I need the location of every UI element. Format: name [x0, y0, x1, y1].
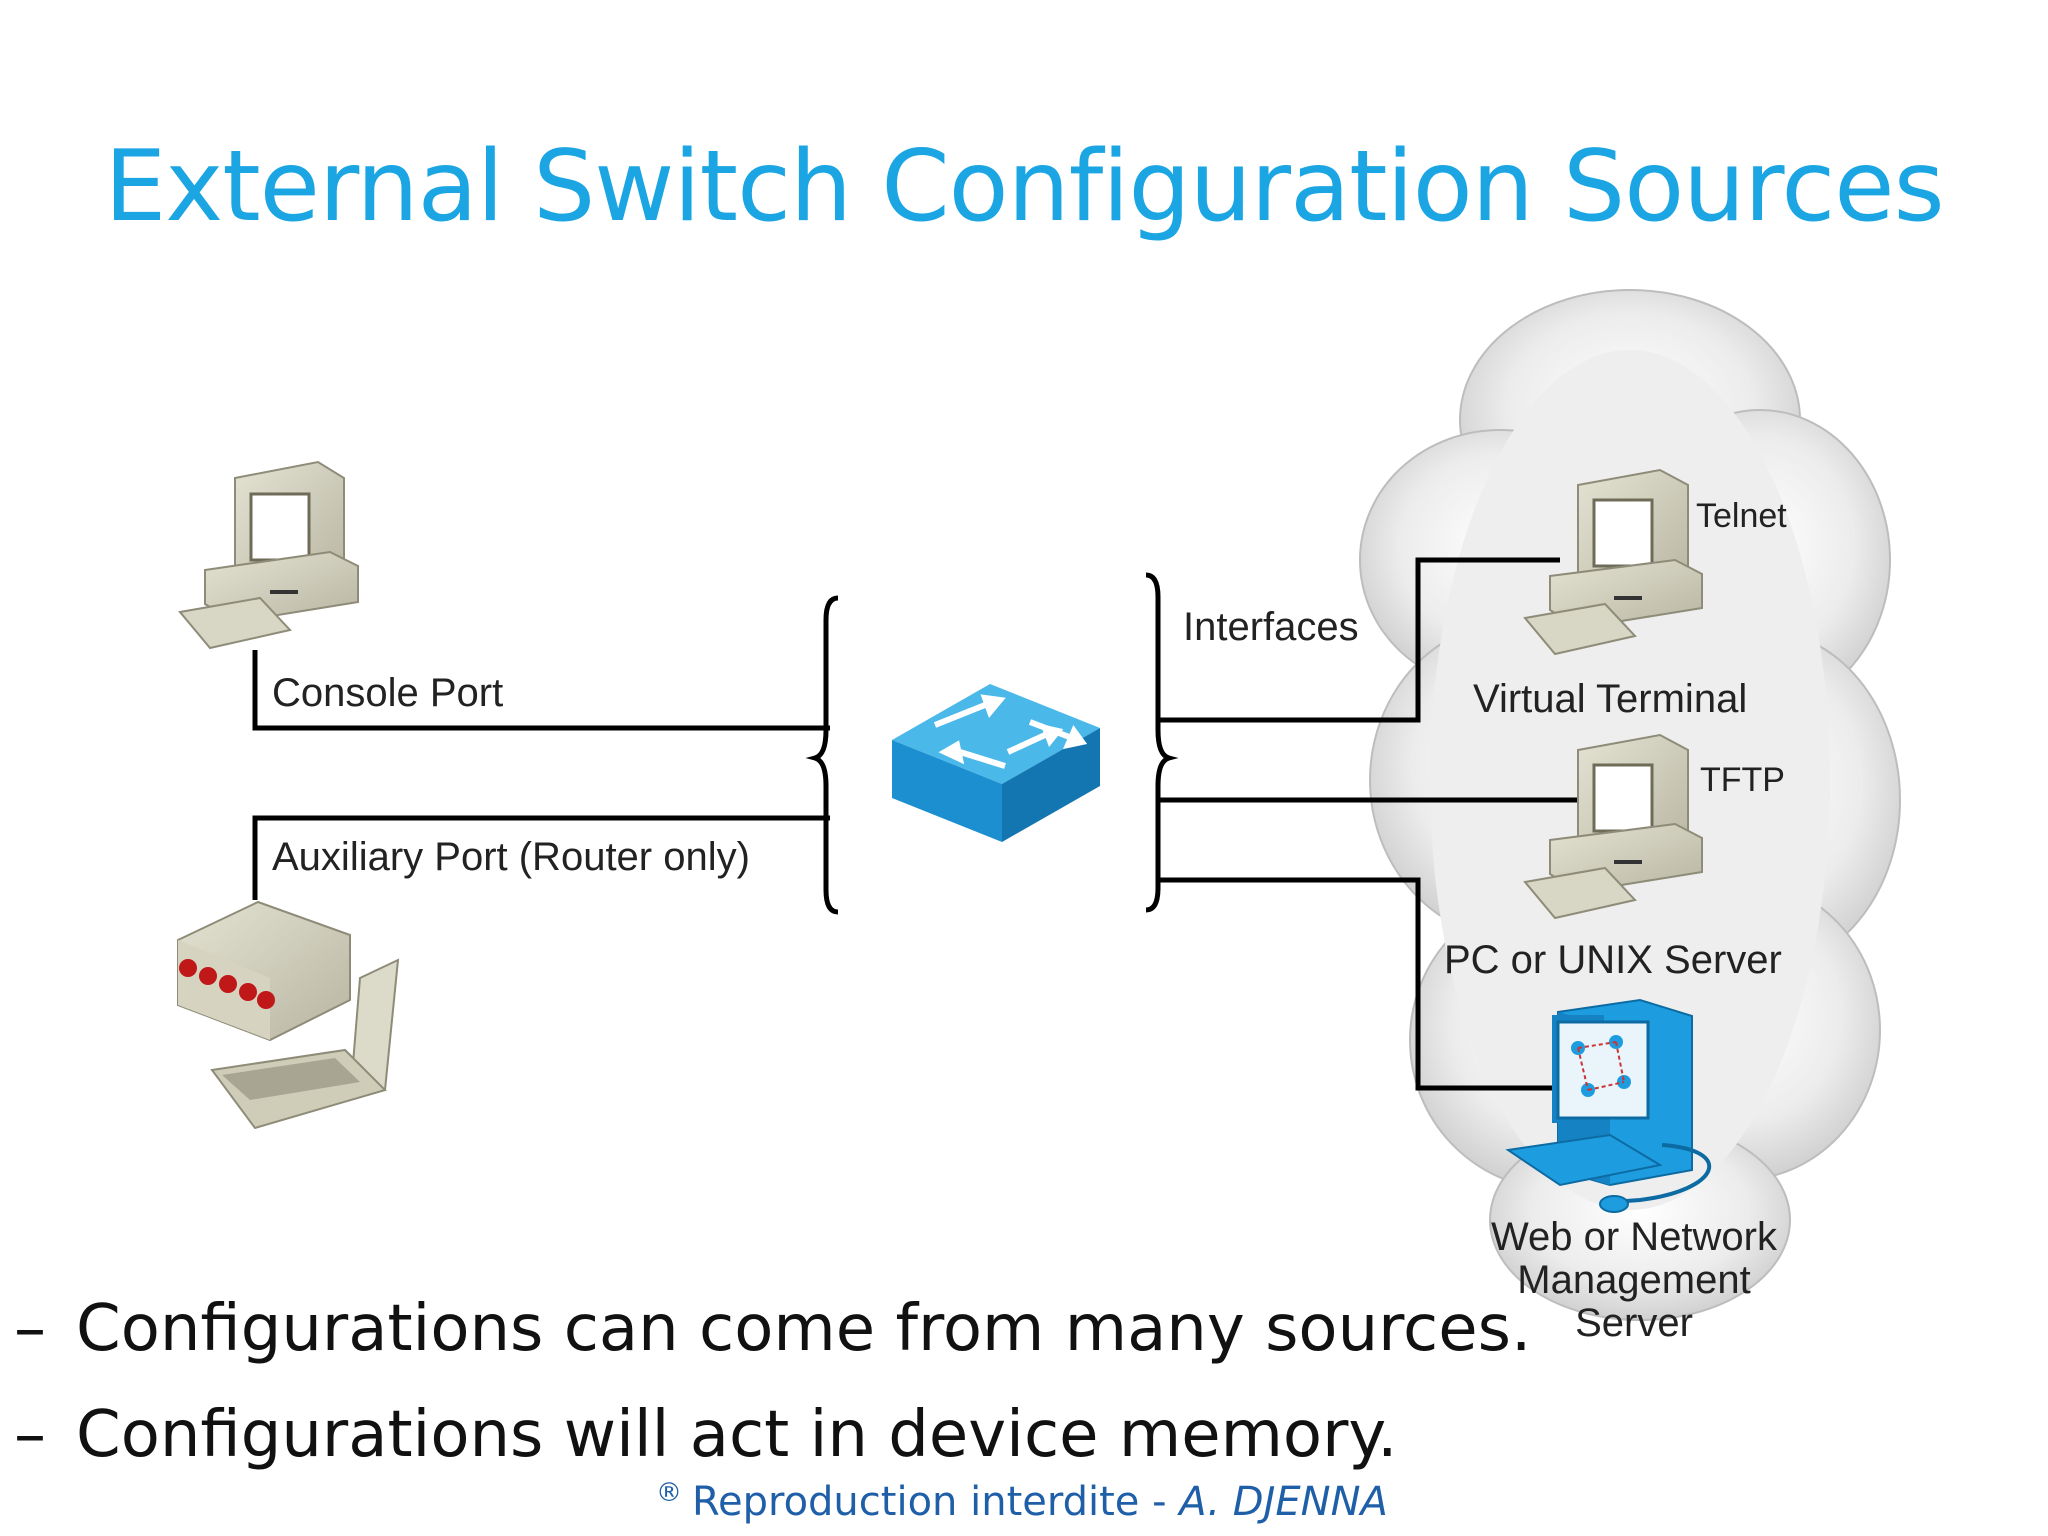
switch-icon	[892, 684, 1100, 842]
telnet-label: Telnet	[1696, 497, 1787, 535]
pc-unix-server-label: PC or UNIX Server	[1444, 938, 1782, 982]
bullet-item: –Configurations can come from many sourc…	[14, 1292, 1531, 1366]
console-computer-icon	[178, 460, 359, 650]
interfaces-label: Interfaces	[1183, 605, 1359, 649]
right-brace	[1145, 572, 1179, 913]
virtual-terminal-label: Virtual Terminal	[1473, 677, 1747, 721]
tftp-label: TFTP	[1700, 761, 1785, 799]
footer-text: Reproduction interdite -	[692, 1479, 1180, 1525]
connection-lines	[252, 557, 1590, 1091]
console-port-label: Console Port	[272, 671, 503, 715]
bullet-dash: –	[14, 1398, 46, 1472]
bullet-item: –Configurations will act in device memor…	[14, 1398, 1397, 1472]
management-server-icon	[1505, 998, 1712, 1213]
management-server-label-line2: Management	[1517, 1258, 1750, 1302]
footer-author: A. DJENNA	[1179, 1479, 1388, 1525]
left-brace	[805, 595, 839, 915]
management-server-label-line1: Web or Network	[1491, 1215, 1778, 1259]
footer-copyright: ® Reproduction interdite - A. DJENNA	[656, 1478, 1388, 1525]
management-server-label-line3: Server	[1575, 1301, 1693, 1345]
bullet-text: Configurations can come from many source…	[76, 1292, 1532, 1366]
telnet-computer-icon	[1523, 468, 1703, 656]
bullet-text: Configurations will act in device memory…	[76, 1398, 1398, 1472]
registered-symbol: ®	[656, 1478, 682, 1508]
bullet-dash: –	[14, 1292, 46, 1366]
slide-title: External Switch Configuration Sources	[104, 130, 1944, 244]
modem-laptop-icon	[177, 900, 400, 1130]
tftp-computer-icon	[1523, 733, 1703, 920]
auxiliary-port-label: Auxiliary Port (Router only)	[272, 835, 750, 879]
